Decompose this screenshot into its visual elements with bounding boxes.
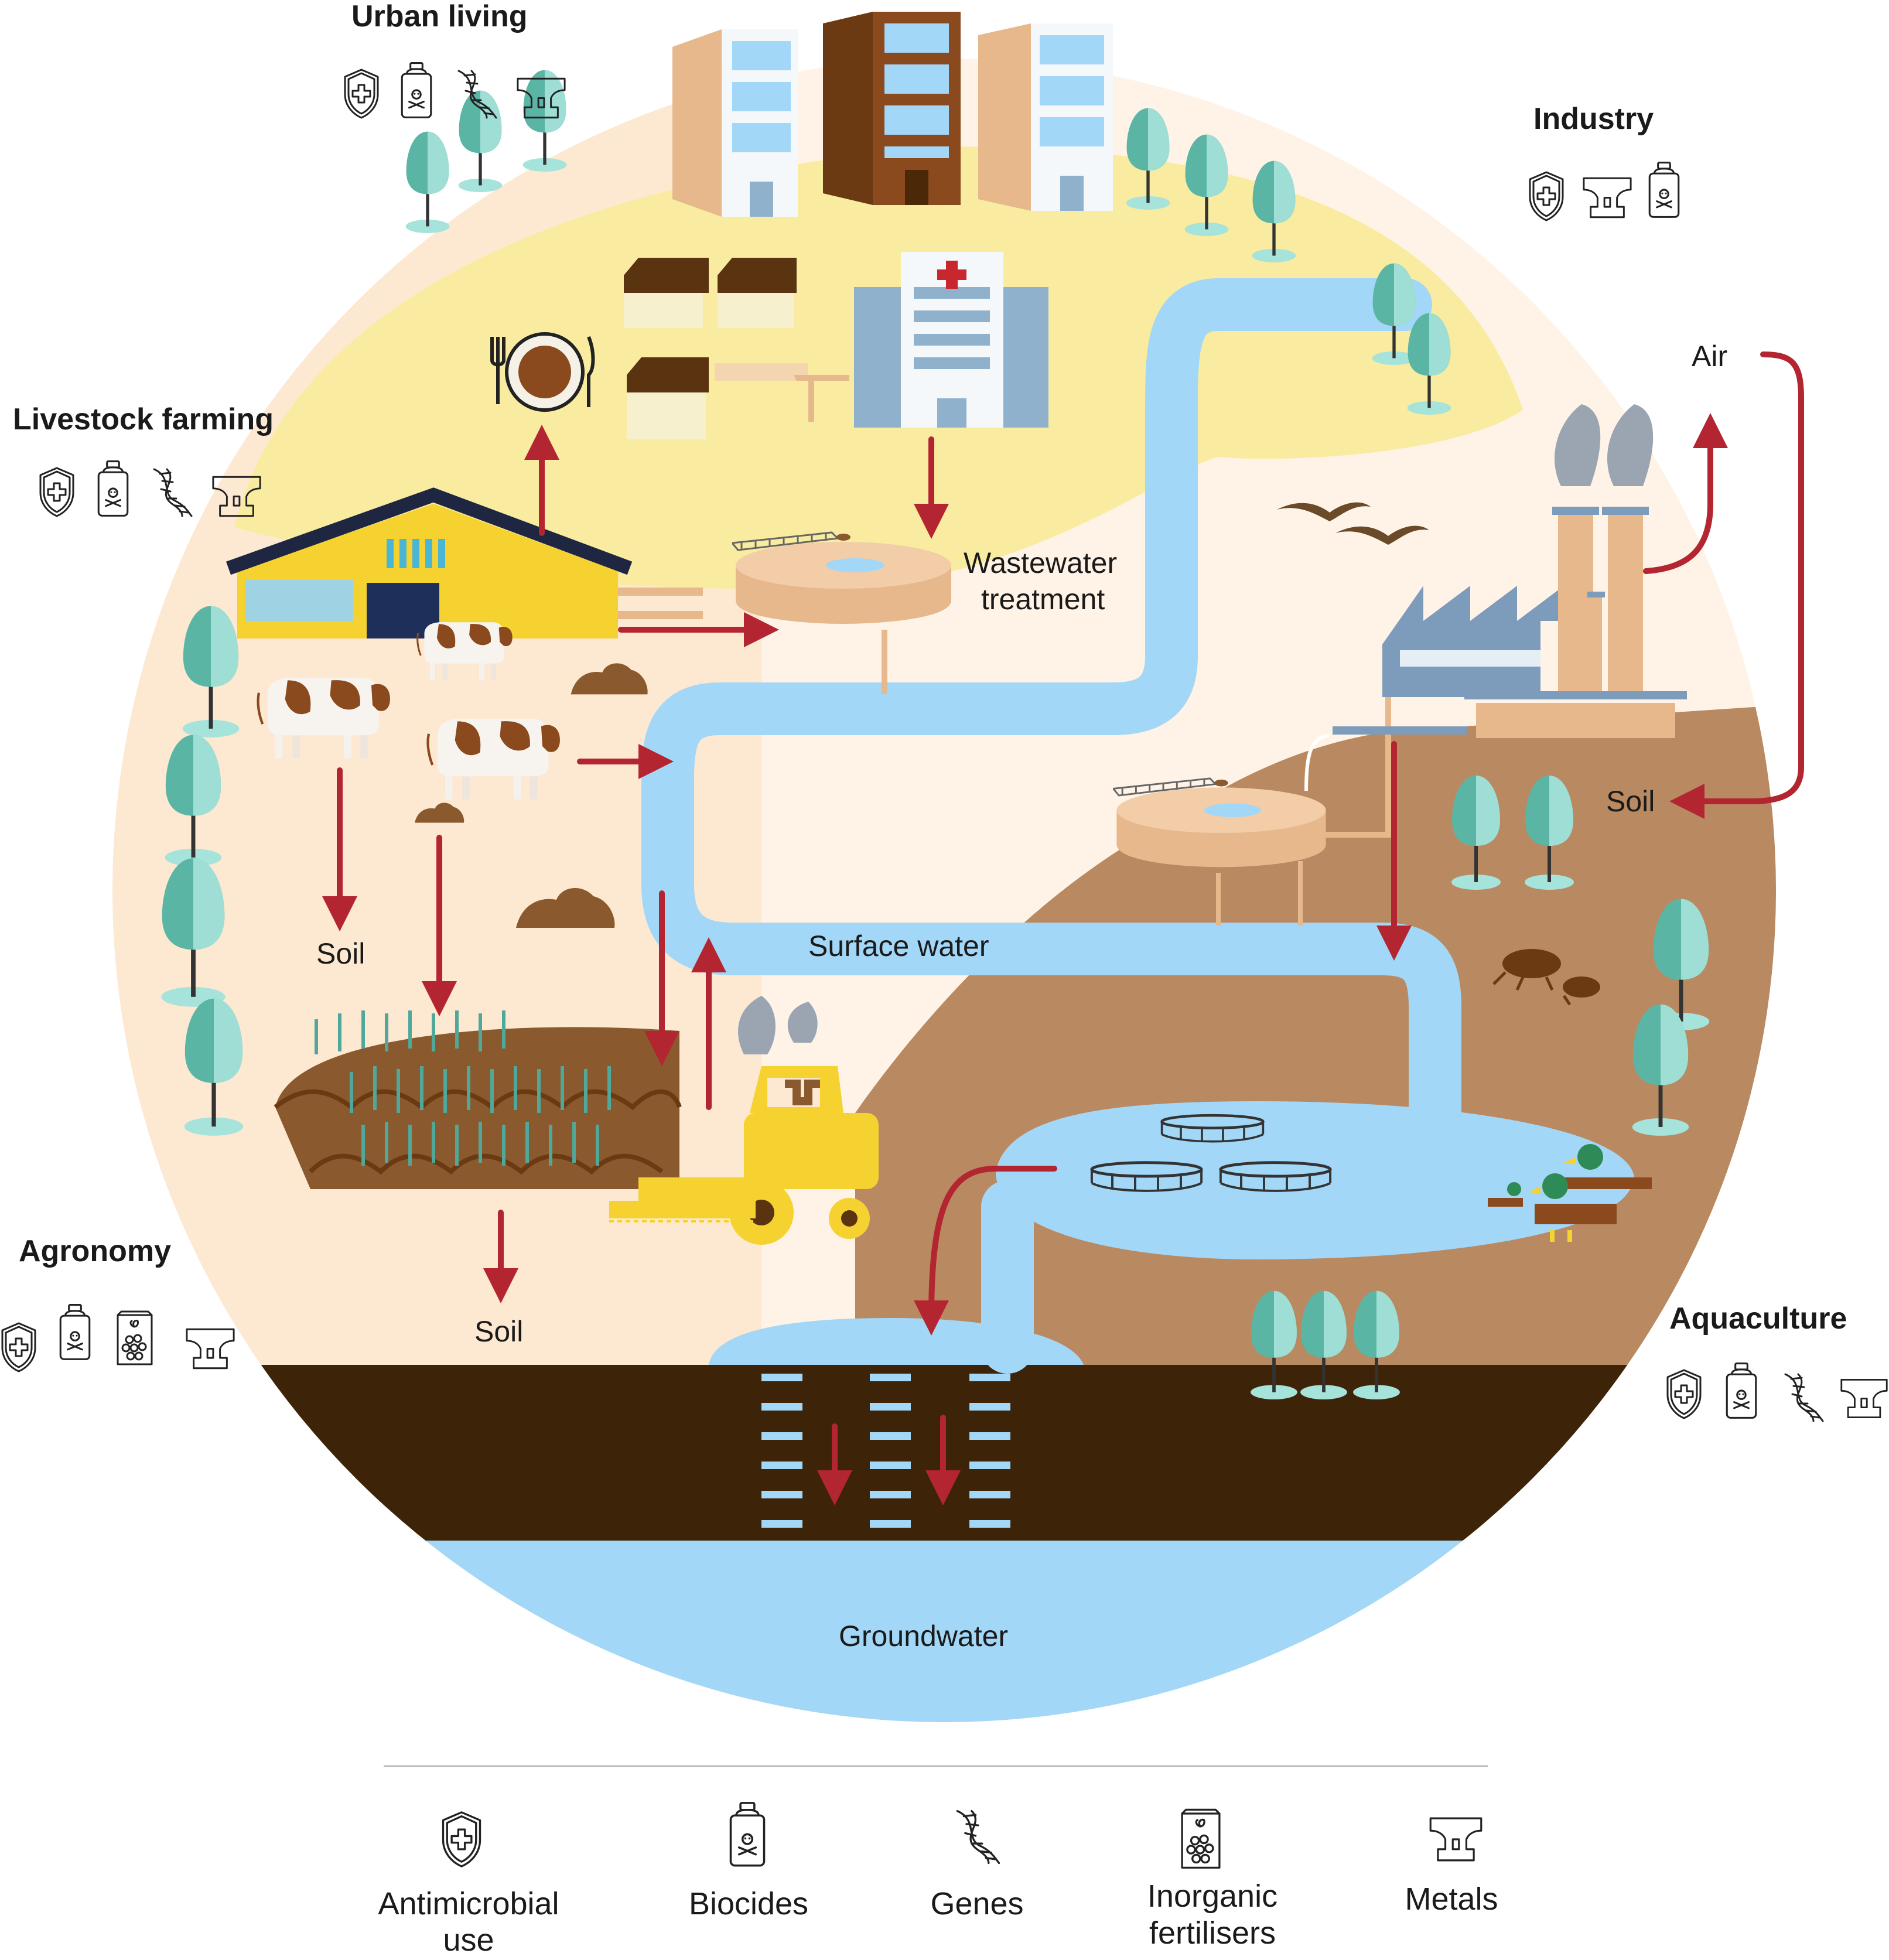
livestock-barn <box>226 487 703 638</box>
factory <box>1333 404 1687 738</box>
legend-item-antimicrobial: Antimicrobial use <box>378 1811 559 1958</box>
spray-bottle-icon <box>729 1802 766 1867</box>
sector-livestock: Livestock farming <box>13 402 274 517</box>
spray-bottle-icon <box>1648 161 1680 218</box>
dna-icon <box>153 468 193 517</box>
shield-cross-icon <box>442 1811 481 1867</box>
anvil-icon <box>186 1328 235 1370</box>
wastewater-label-line2: treatment <box>981 583 1105 616</box>
soil-insects <box>1492 949 1600 1006</box>
birds <box>1277 502 1429 545</box>
spray-bottle-icon <box>97 460 129 517</box>
legend-item-metals: Metals <box>1405 1817 1498 1917</box>
scene-labels: Wastewater treatment Air Soil Soil Soil … <box>316 340 1727 1652</box>
shield-cross-icon <box>1 1322 36 1372</box>
arrow-air-to-soil <box>1669 351 1804 819</box>
city-buildings <box>672 12 1113 217</box>
legend-item-genes: Genes <box>930 1809 1024 1921</box>
shield-cross-icon <box>39 467 74 517</box>
arrow-pond-to-lake <box>914 1166 1057 1336</box>
air-label: Air <box>1692 340 1727 373</box>
sector-urban: Urban living <box>344 0 566 119</box>
anvil-icon <box>1583 177 1632 218</box>
soil-label-livestock: Soil <box>316 937 365 970</box>
dna-icon <box>1784 1373 1824 1422</box>
hospital <box>854 252 1048 428</box>
spray-bottle-icon <box>401 62 432 119</box>
legend-label-line1: Antimicrobial <box>378 1886 559 1921</box>
ducks <box>1488 1144 1652 1242</box>
shield-cross-icon <box>1666 1369 1702 1419</box>
soil-label-industry: Soil <box>1606 785 1655 818</box>
houses <box>624 258 849 439</box>
sector-industry: Industry <box>1529 102 1680 221</box>
legend-label-line1: Genes <box>930 1886 1023 1921</box>
groundwater-label: Groundwater <box>839 1620 1008 1652</box>
groundwater-zone <box>112 1541 1776 1722</box>
spray-bottle-icon <box>59 1303 91 1361</box>
shield-cross-icon <box>1529 171 1564 221</box>
flow-arrows <box>322 351 1804 1505</box>
sector-title-aquaculture: Aquaculture <box>1669 1302 1847 1336</box>
arrow-factory-to-air <box>1643 413 1728 574</box>
legend: Antimicrobial use Biocides Genes Inorgan… <box>378 1765 1498 1958</box>
surface-water-label: Surface water <box>808 930 989 962</box>
legend-label-line1: Metals <box>1405 1882 1498 1917</box>
anvil-icon <box>1429 1817 1482 1862</box>
legend-label-line1: Biocides <box>689 1886 808 1921</box>
legend-label-line2: use <box>443 1923 494 1958</box>
spray-bottle-icon <box>1726 1362 1757 1419</box>
sector-title-industry: Industry <box>1533 102 1654 136</box>
sector-aquaculture: Aquaculture <box>1666 1302 1888 1422</box>
legend-label-line1: Inorganic <box>1147 1879 1277 1914</box>
dna-icon <box>956 1809 1000 1865</box>
sector-title-agronomy: Agronomy <box>19 1234 171 1268</box>
fertiliser-bag-icon <box>117 1310 153 1365</box>
legend-item-fertilisers: Inorganic fertilisers <box>1147 1808 1277 1951</box>
legend-item-biocides: Biocides <box>689 1802 808 1921</box>
shield-cross-icon <box>344 69 379 119</box>
sector-title-livestock: Livestock farming <box>13 402 274 436</box>
sector-agronomy: Agronomy <box>1 1234 235 1372</box>
seepage-dashes <box>761 1374 1010 1528</box>
pond <box>996 1101 1634 1259</box>
wastewater-label-line1: Wastewater <box>964 547 1117 579</box>
sector-title-urban: Urban living <box>351 0 527 33</box>
fertiliser-bag-icon <box>1181 1808 1221 1869</box>
anvil-icon <box>1840 1378 1888 1419</box>
legend-label-line2: fertilisers <box>1149 1915 1276 1951</box>
dinner-plate-icon <box>490 332 595 412</box>
lake <box>709 1318 1084 1365</box>
tractor <box>609 996 879 1245</box>
soil-label-agronomy: Soil <box>474 1315 523 1348</box>
crop-field <box>274 1010 682 1189</box>
